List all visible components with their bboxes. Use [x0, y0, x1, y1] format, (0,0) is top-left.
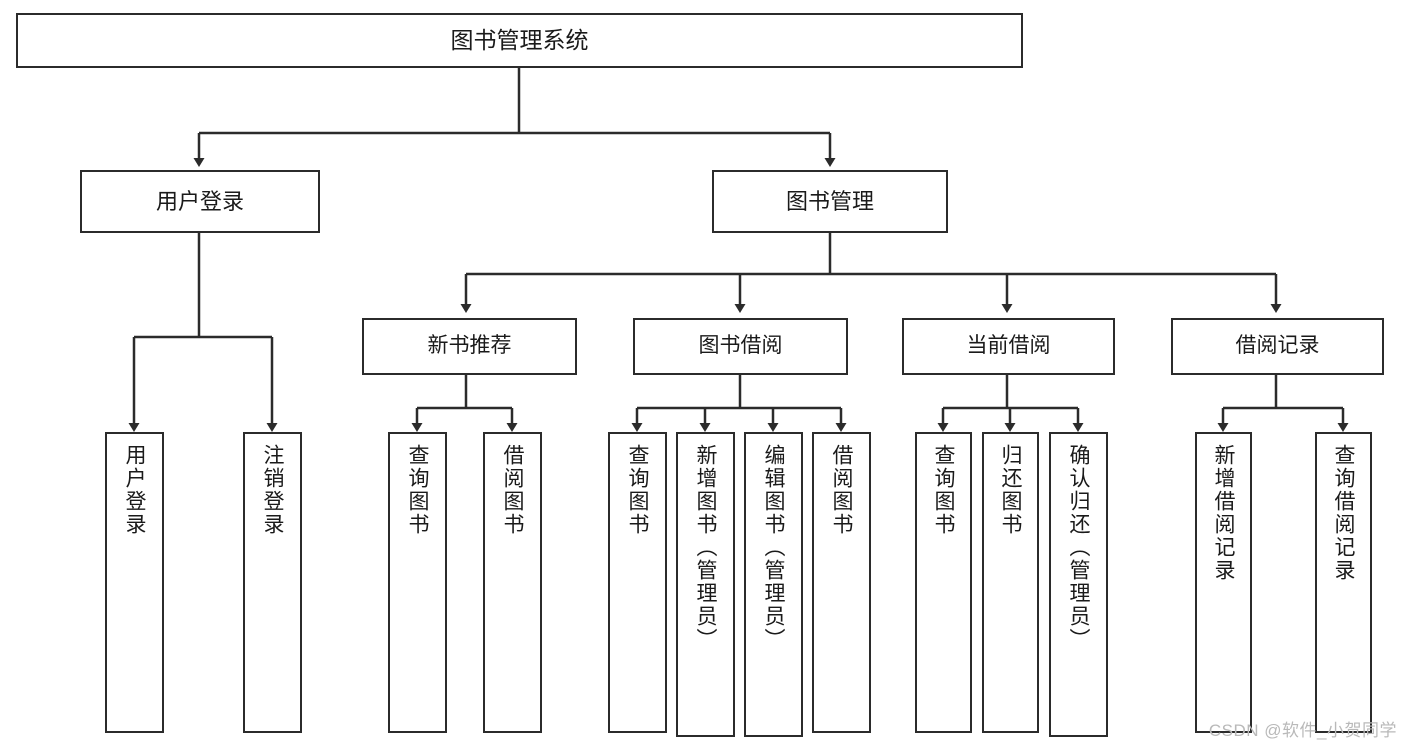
node-label: 新增借阅记录 [1212, 444, 1235, 582]
node-new-book-recommend[interactable]: 新书推荐 [362, 318, 577, 375]
node-label: 查询图书 [626, 444, 649, 536]
node-leaf-add-borrow-record[interactable]: 新增借阅记录 [1195, 432, 1252, 733]
node-label: 新书推荐 [427, 334, 512, 358]
node-label: 当前借阅 [966, 334, 1051, 358]
node-label: 新增图书（管理员） [694, 444, 717, 651]
node-label: 归还图书 [999, 444, 1022, 536]
node-leaf-query-book-recommend[interactable]: 查询图书 [388, 432, 447, 733]
node-book-borrow[interactable]: 图书借阅 [633, 318, 848, 375]
node-leaf-borrow-book-recommend[interactable]: 借阅图书 [483, 432, 542, 733]
node-leaf-add-book-admin[interactable]: 新增图书（管理员） [676, 432, 735, 737]
node-label: 确认归还（管理员） [1067, 444, 1090, 651]
node-leaf-return-book[interactable]: 归还图书 [982, 432, 1039, 733]
node-label: 借阅图书 [830, 444, 853, 536]
node-label: 查询图书 [406, 444, 429, 536]
node-label: 查询图书 [932, 444, 955, 536]
node-label: 借阅图书 [501, 444, 524, 536]
node-book-management[interactable]: 图书管理 [712, 170, 948, 233]
node-label: 查询借阅记录 [1332, 444, 1355, 582]
node-leaf-query-borrow-record[interactable]: 查询借阅记录 [1315, 432, 1372, 733]
watermark: CSDN @软件_小贺同学 [1208, 721, 1397, 740]
node-leaf-edit-book-admin[interactable]: 编辑图书（管理员） [744, 432, 803, 737]
node-label: 图书借阅 [698, 334, 783, 358]
node-user-login[interactable]: 用户登录 [80, 170, 320, 233]
node-leaf-user-login[interactable]: 用户登录 [105, 432, 164, 733]
node-leaf-logout[interactable]: 注销登录 [243, 432, 302, 733]
node-borrow-record[interactable]: 借阅记录 [1171, 318, 1384, 375]
node-label: 图书管理 [785, 188, 874, 214]
node-label: 注销登录 [261, 444, 284, 536]
node-leaf-query-book-current[interactable]: 查询图书 [915, 432, 972, 733]
node-leaf-borrow-book[interactable]: 借阅图书 [812, 432, 871, 733]
node-label: 借阅记录 [1235, 334, 1320, 358]
node-label: 图书管理系统 [450, 26, 589, 53]
node-leaf-confirm-return-admin[interactable]: 确认归还（管理员） [1049, 432, 1108, 737]
node-label: 用户登录 [155, 188, 244, 214]
node-current-borrow[interactable]: 当前借阅 [902, 318, 1115, 375]
node-label: 用户登录 [123, 444, 146, 536]
node-root-system[interactable]: 图书管理系统 [16, 13, 1023, 68]
node-leaf-query-book[interactable]: 查询图书 [608, 432, 667, 733]
node-label: 编辑图书（管理员） [762, 444, 785, 651]
